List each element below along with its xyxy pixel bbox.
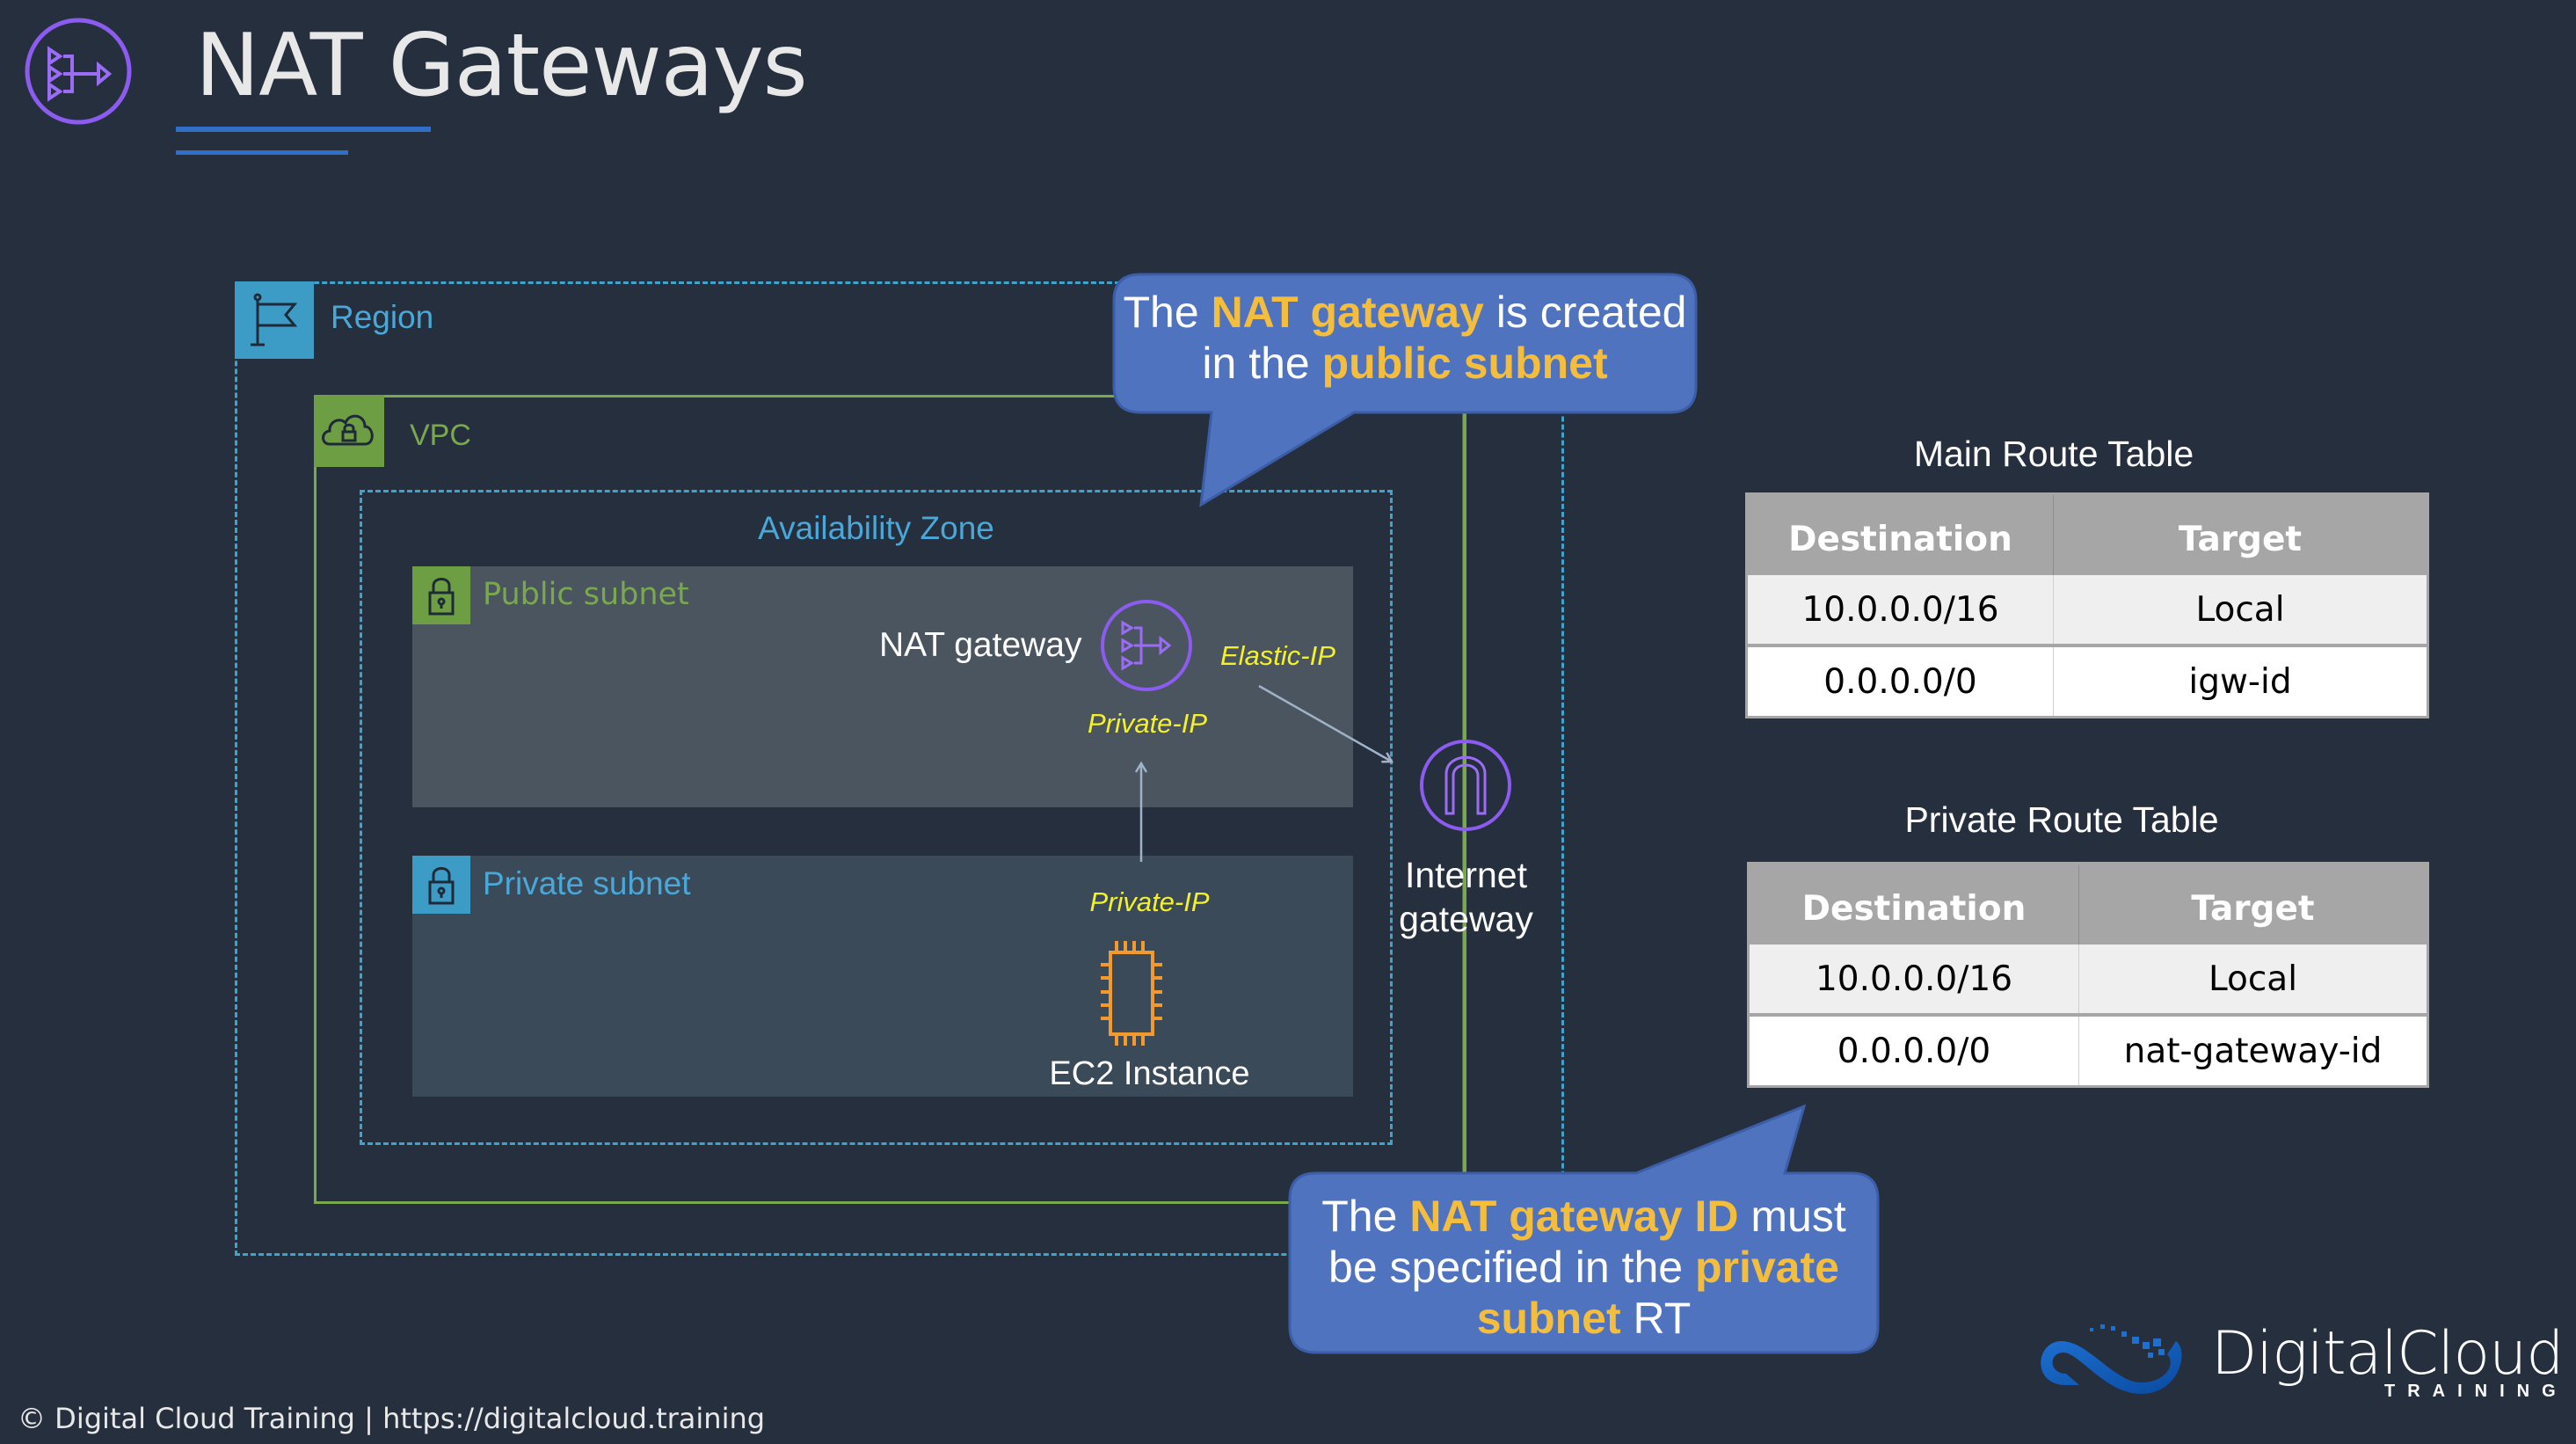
callout-text-part: RT (1620, 1294, 1692, 1343)
region-container (235, 281, 1564, 1256)
table-row: 0.0.0.0/0 igw-id (1746, 645, 2428, 718)
table-row: 0.0.0.0/0 nat-gateway-id (1748, 1015, 2428, 1087)
table-cell: nat-gateway-id (2078, 1015, 2428, 1087)
table-cell: 0.0.0.0/0 (1746, 645, 2054, 718)
callout-public-subnet-text: The NAT gateway is created in the public… (1114, 287, 1696, 389)
footer-copyright: © Digital Cloud Training | https://digit… (18, 1402, 766, 1435)
vpc-label: VPC (410, 419, 471, 452)
private-route-table-title: Private Route Table (1904, 799, 2219, 840)
nat-gateway-label: NAT gateway (879, 626, 1082, 664)
column-header-destination: Destination (1746, 493, 2054, 575)
column-header-target: Target (2078, 863, 2428, 944)
table-cell: igw-id (2053, 645, 2428, 718)
title-underline-short (176, 150, 348, 155)
callout-text-part: is created (1483, 288, 1687, 337)
table-cell: 10.0.0.0/16 (1748, 944, 2079, 1017)
table-cell: 0.0.0.0/0 (1748, 1015, 2079, 1087)
title-underline (176, 127, 431, 132)
internet-gateway-label-line2: gateway (1399, 899, 1533, 939)
brand-name: DigitalCloud (2211, 1319, 2564, 1389)
lock-icon (428, 578, 455, 616)
table-cell: Local (2053, 575, 2428, 647)
elastic-ip-label: Elastic-IP (1220, 640, 1335, 671)
callout-highlight: public subnet (1321, 339, 1608, 388)
private-route-table: Destination Target 10.0.0.0/16 Local 0.0… (1747, 862, 2429, 1088)
table-cell: 10.0.0.0/16 (1746, 575, 2054, 647)
callout-text-part: must (1738, 1192, 1846, 1241)
public-subnet-tag (412, 566, 470, 624)
nat-gateway-icon (25, 18, 132, 125)
callout-highlight: NAT gateway (1211, 288, 1484, 337)
callout-text-part: in the (1202, 339, 1322, 388)
public-subnet (412, 566, 1353, 807)
ec2-private-ip-label: Private-IP (1089, 886, 1210, 917)
private-subnet (412, 856, 1353, 1097)
vpc-tag (314, 395, 384, 467)
page-title: NAT Gateways (195, 16, 808, 116)
region-label: Region (331, 299, 434, 335)
column-header-target: Target (2053, 493, 2428, 575)
table-cell: Local (2078, 944, 2428, 1017)
main-route-table-title: Main Route Table (1913, 434, 2194, 474)
column-header-destination: Destination (1748, 863, 2079, 944)
lock-icon (428, 867, 455, 905)
table-row: 10.0.0.0/16 Local (1748, 944, 2428, 1017)
digitalcloud-logo-icon (2041, 1324, 2182, 1394)
availability-zone-label: Availability Zone (758, 510, 994, 546)
callout-highlight: private (1694, 1243, 1839, 1292)
callout-highlight: subnet (1476, 1294, 1621, 1343)
callout-highlight: NAT gateway ID (1409, 1192, 1739, 1241)
cloud-lock-icon (322, 414, 374, 446)
availability-zone-container (360, 490, 1393, 1145)
private-subnet-tag (412, 856, 470, 914)
main-route-table: Destination Target 10.0.0.0/16 Local 0.0… (1745, 492, 2429, 718)
callout-text-part: The (1321, 1192, 1410, 1241)
public-subnet-label: Public subnet (483, 577, 689, 612)
nat-private-ip-label: Private-IP (1087, 708, 1208, 739)
ec2-instance-label: EC2 Instance (1049, 1055, 1250, 1092)
table-row: 10.0.0.0/16 Local (1746, 575, 2428, 647)
callout-text-part: be specified in the (1328, 1243, 1695, 1292)
brand-subtitle: TRAINING (2384, 1382, 2568, 1401)
flag-icon (251, 293, 298, 346)
callout-text-part: The (1123, 288, 1212, 337)
region-tag (235, 281, 314, 359)
private-subnet-label: Private subnet (483, 865, 691, 901)
callout-private-rt-text: The NAT gateway ID must be specified in … (1290, 1191, 1878, 1344)
internet-gateway-label-line1: Internet (1404, 855, 1528, 895)
internet-gateway-label: Internet gateway (1372, 853, 1561, 941)
